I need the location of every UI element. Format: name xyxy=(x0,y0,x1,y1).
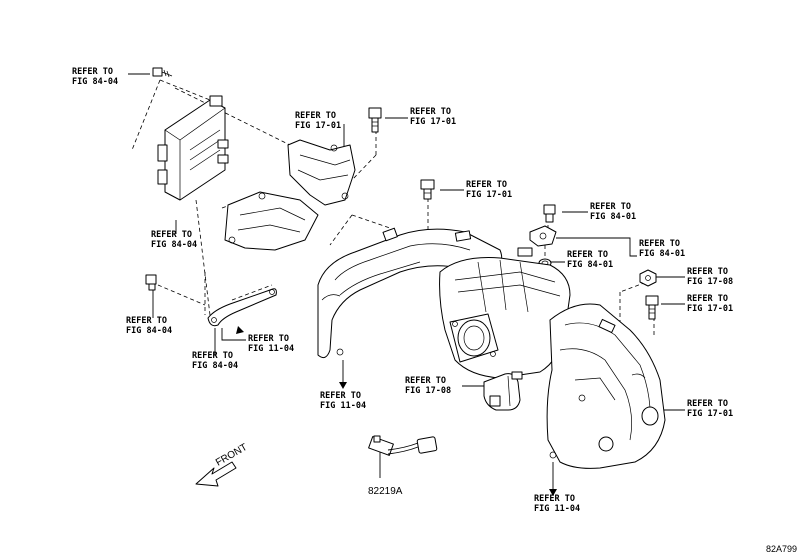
air-control-valve-icon[interactable] xyxy=(483,371,523,411)
intake-manifold-icon[interactable] xyxy=(317,227,666,469)
ref-label-11-04-bottom-left[interactable]: REFER TO FIG 11-04 xyxy=(320,391,366,411)
ref-line2: FIG 17-01 xyxy=(410,117,456,127)
ref-line1: REFER TO xyxy=(534,494,575,504)
ref-label-11-04-bottom[interactable]: REFER TO FIG 11-04 xyxy=(534,494,580,514)
mounting-bracket-icon[interactable] xyxy=(224,139,356,251)
ref-label-17-08-valve[interactable]: REFER TO FIG 17-08 xyxy=(405,376,451,396)
ref-label-11-04-clamp[interactable]: REFER TO FIG 11-04 xyxy=(248,334,294,354)
hose-clamp-icon[interactable] xyxy=(207,288,277,327)
ref-line1: REFER TO xyxy=(320,391,361,401)
ref-line2: FIG 17-08 xyxy=(405,386,451,396)
ref-label-84-04-clamp[interactable]: REFER TO FIG 84-04 xyxy=(192,351,238,371)
ref-line1: REFER TO xyxy=(405,376,446,386)
ref-line1: REFER TO xyxy=(248,334,289,344)
bolt-bracket-icon[interactable] xyxy=(368,107,382,133)
ref-line2: FIG 17-01 xyxy=(466,190,512,200)
ref-label-84-04-top[interactable]: REFER TO FIG 84-04 xyxy=(72,67,118,87)
ref-line2: FIG 11-04 xyxy=(534,504,580,514)
ref-line2: FIG 11-04 xyxy=(320,401,366,411)
ref-line1: REFER TO xyxy=(466,180,507,190)
ref-label-84-01-sensor[interactable]: REFER TO FIG 84-01 xyxy=(639,239,685,259)
ref-line2: FIG 84-04 xyxy=(192,361,238,371)
bolt-left-icon[interactable] xyxy=(145,274,157,291)
ref-label-17-01-stud[interactable]: REFER TO FIG 17-01 xyxy=(466,180,512,200)
ref-line1: REFER TO xyxy=(687,294,728,304)
ref-label-84-04-left-bolt[interactable]: REFER TO FIG 84-04 xyxy=(126,316,172,336)
ref-line2: FIG 17-01 xyxy=(687,304,733,314)
ref-line1: REFER TO xyxy=(590,202,631,212)
ref-line1: REFER TO xyxy=(295,111,336,121)
ref-line2: FIG 11-04 xyxy=(248,344,294,354)
bolt-top-left-icon[interactable] xyxy=(152,67,173,78)
ref-line1: REFER TO xyxy=(126,316,167,326)
ref-label-17-01-bolt[interactable]: REFER TO FIG 17-01 xyxy=(410,107,456,127)
ref-line1: REFER TO xyxy=(151,230,192,240)
stud-bolt-icon[interactable] xyxy=(420,179,435,200)
nut-right-icon[interactable] xyxy=(639,269,657,287)
ref-label-17-08-nut[interactable]: REFER TO FIG 17-08 xyxy=(687,267,733,287)
diagram-code: 82A799 xyxy=(766,544,797,554)
ref-line2: FIG 84-04 xyxy=(126,326,172,336)
ref-line2: FIG 17-01 xyxy=(295,121,341,131)
ref-line1: REFER TO xyxy=(567,250,608,260)
intake-sensor-icon[interactable] xyxy=(529,225,557,247)
wire-harness-icon[interactable] xyxy=(368,435,438,478)
ref-line2: FIG 84-01 xyxy=(567,260,613,270)
ref-label-84-04-ecu[interactable]: REFER TO FIG 84-04 xyxy=(151,230,197,250)
ref-label-84-01-bolt[interactable]: REFER TO FIG 84-01 xyxy=(590,202,636,222)
ref-line1: REFER TO xyxy=(410,107,451,117)
ref-label-17-01-right-bolt[interactable]: REFER TO FIG 17-01 xyxy=(687,294,733,314)
ref-line2: FIG 84-04 xyxy=(72,77,118,87)
ref-line2: FIG 84-01 xyxy=(639,249,685,259)
sensor-bolt-icon[interactable] xyxy=(543,204,556,223)
ref-label-17-01-manifold-right[interactable]: REFER TO FIG 17-01 xyxy=(687,399,733,419)
ref-line1: REFER TO xyxy=(687,399,728,409)
ref-line2: FIG 17-08 xyxy=(687,277,733,287)
part-number-label[interactable]: 82219A xyxy=(368,486,403,497)
ref-line1: REFER TO xyxy=(639,239,680,249)
ref-line2: FIG 84-01 xyxy=(590,212,636,222)
ref-label-17-01-bracket[interactable]: REFER TO FIG 17-01 xyxy=(295,111,341,131)
control-module-icon[interactable] xyxy=(157,95,229,201)
ref-line1: REFER TO xyxy=(687,267,728,277)
bolt-right-icon[interactable] xyxy=(645,295,659,320)
ref-line2: FIG 84-04 xyxy=(151,240,197,250)
ref-line2: FIG 17-01 xyxy=(687,409,733,419)
ref-label-84-01-seal[interactable]: REFER TO FIG 84-01 xyxy=(567,250,613,270)
ref-line1: REFER TO xyxy=(72,67,113,77)
ref-line1: REFER TO xyxy=(192,351,233,361)
front-direction-arrow-icon xyxy=(195,461,237,487)
